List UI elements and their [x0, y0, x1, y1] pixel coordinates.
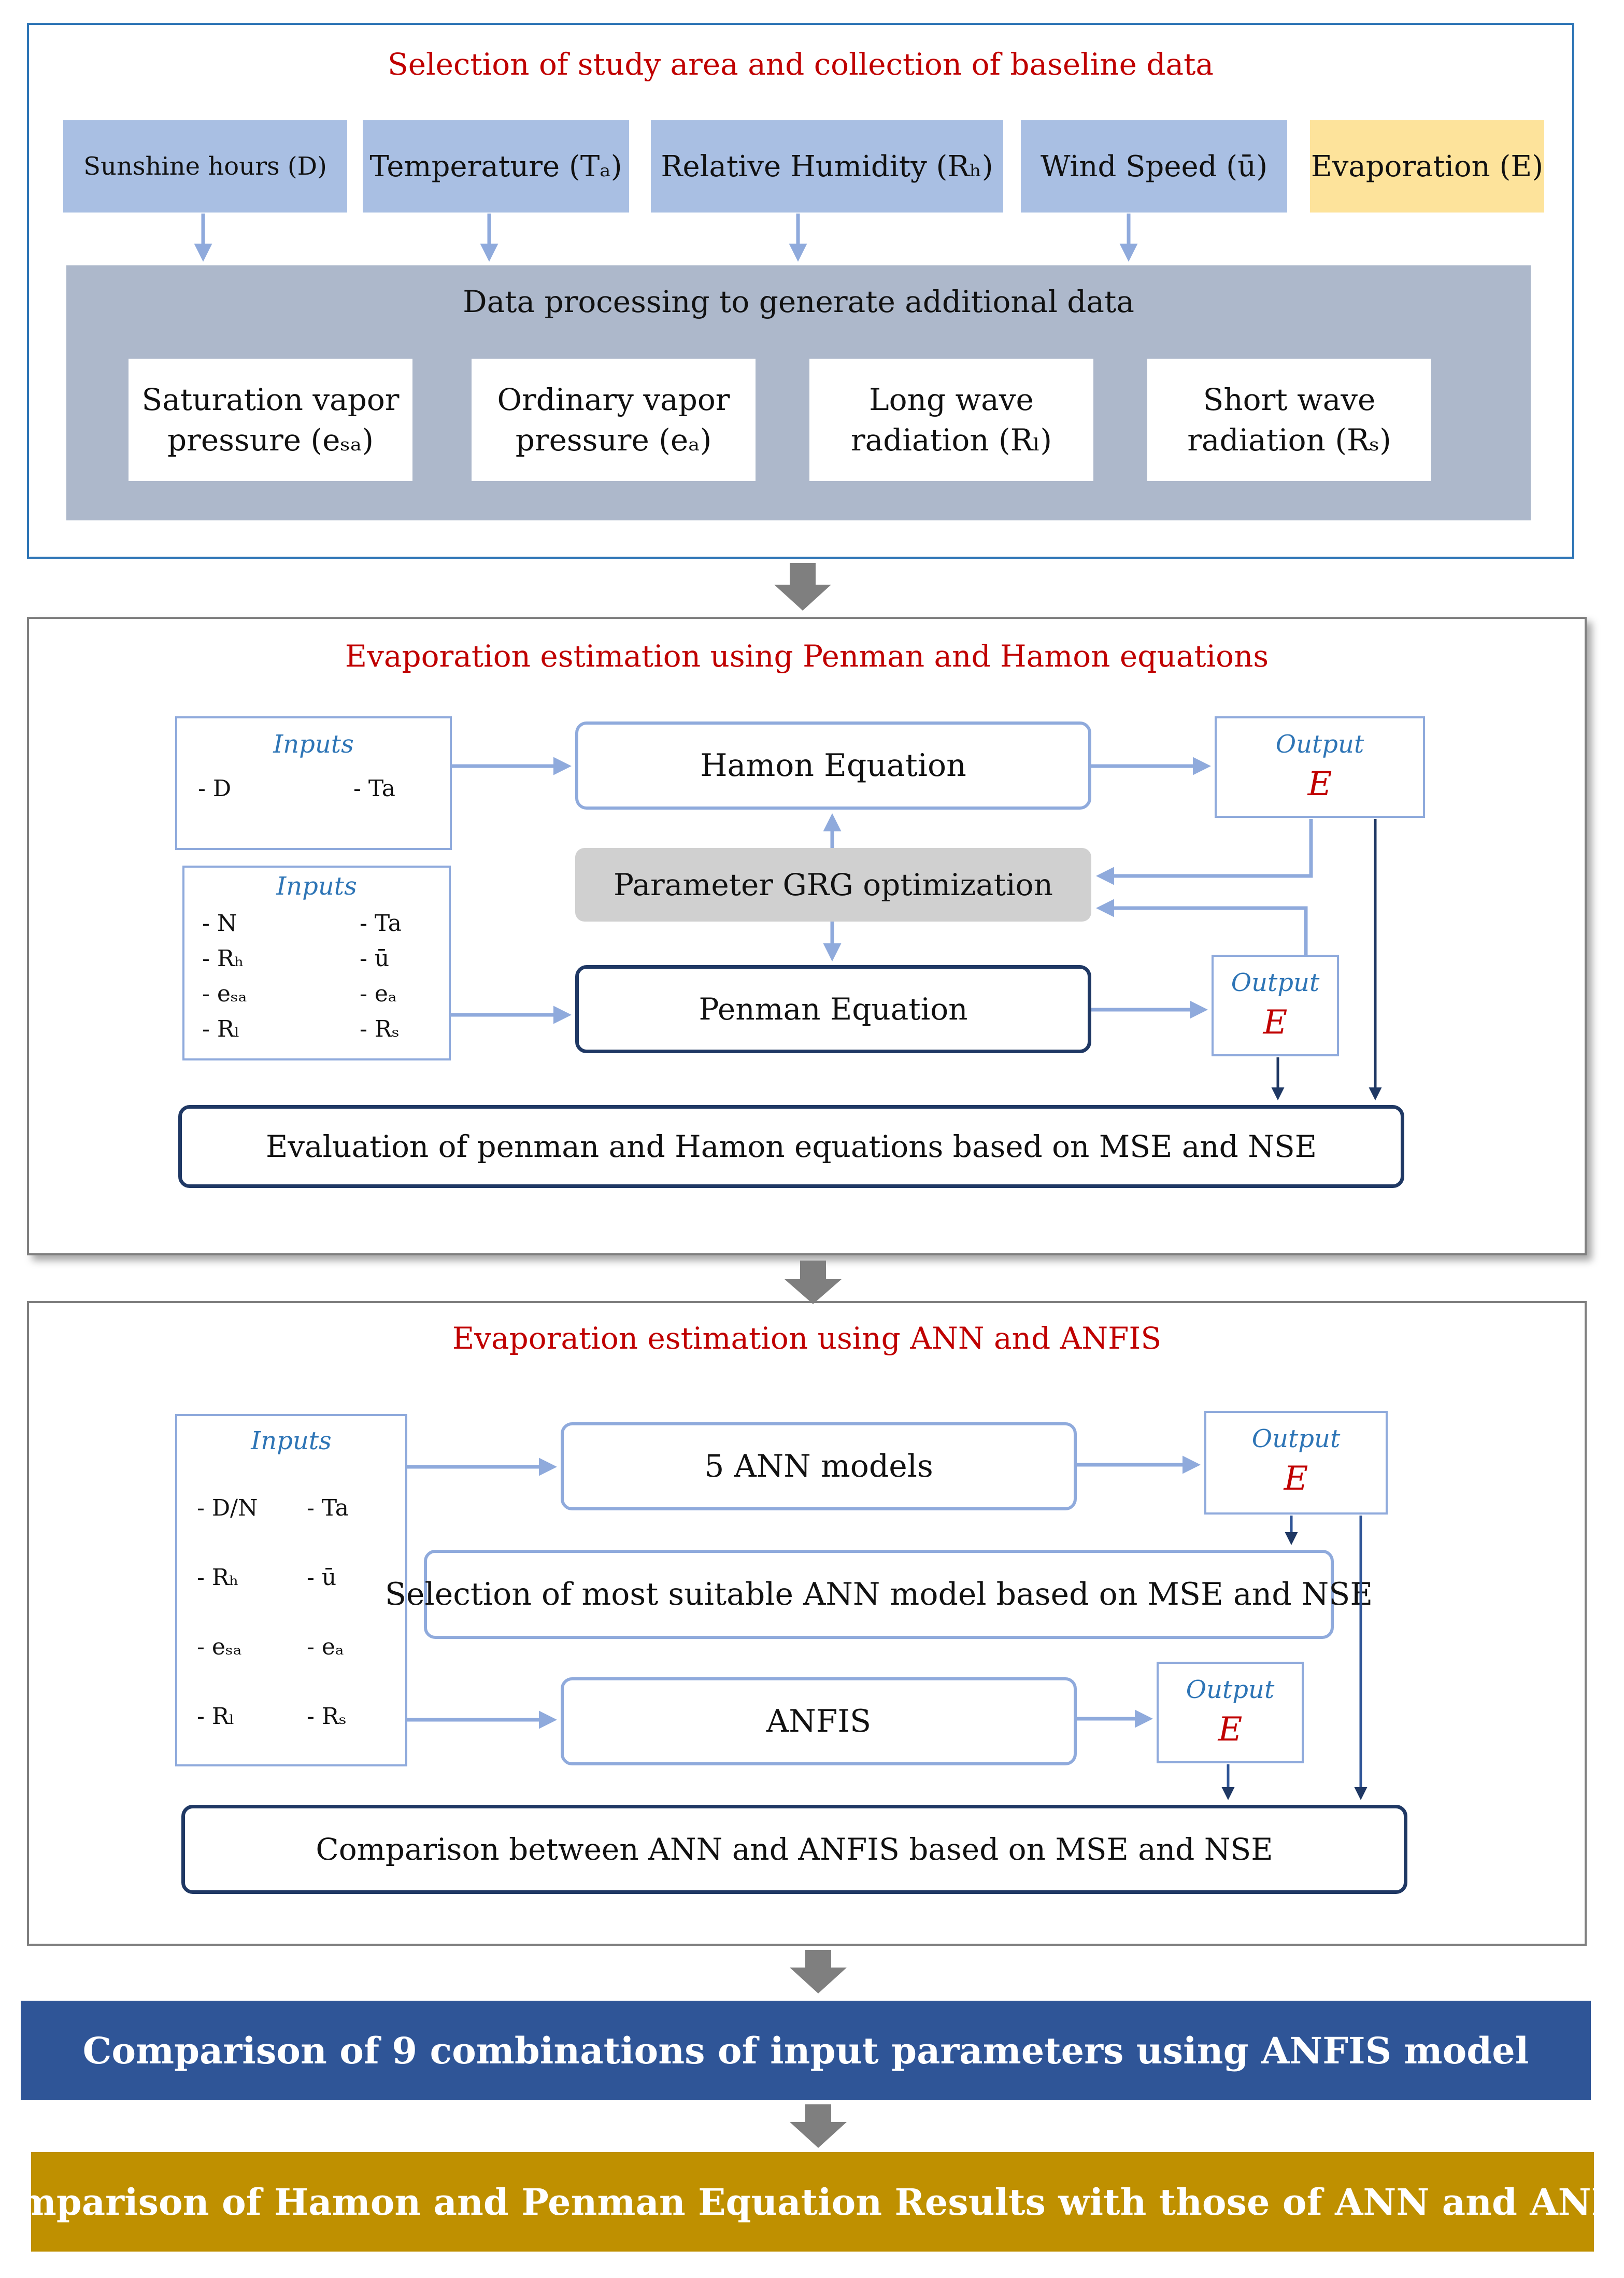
- output-title: Output: [1275, 730, 1364, 759]
- output-value: E: [1218, 1710, 1243, 1749]
- comparison-ann-anfis-box: Comparison between ANN and ANFIS based o…: [181, 1805, 1407, 1894]
- input-item: - Rₛ: [307, 1703, 347, 1730]
- baseline-humidity: Relative Humidity (Rₕ): [651, 120, 1003, 213]
- input-item: - Rₕ: [202, 945, 245, 972]
- penman-equation-box: Penman Equation: [575, 965, 1091, 1053]
- hamon-equation-box: Hamon Equation: [575, 721, 1091, 810]
- comparison-results-band: Comparison of Hamon and Penman Equation …: [0, 2152, 1624, 2252]
- input-item: - Rₗ: [202, 1016, 240, 1042]
- input-item: - Ta: [360, 910, 402, 937]
- section-ann-anfis-title: Evaporation estimation using ANN and ANF…: [452, 1321, 1162, 1356]
- input-item: - Ta: [307, 1495, 349, 1521]
- input-item: - eₛₐ: [202, 981, 247, 1007]
- input-item: - Rₛ: [360, 1016, 400, 1042]
- ann-models-box: 5 ANN models: [561, 1422, 1077, 1510]
- section-penman-hamon-frame: [27, 617, 1587, 1255]
- input-item: - Ta: [353, 775, 396, 802]
- output-value: E: [1263, 1003, 1288, 1042]
- input-item: - D/N: [197, 1495, 258, 1521]
- output-penman-box: Output E: [1212, 955, 1339, 1056]
- comparison-combinations-band: Comparison of 9 combinations of input pa…: [21, 2001, 1591, 2100]
- baseline-wind-speed: Wind Speed (ū): [1021, 120, 1287, 213]
- input-item: - eₛₐ: [197, 1634, 242, 1660]
- output-title: Output: [1186, 1675, 1275, 1704]
- output-title: Output: [1251, 1424, 1341, 1453]
- section-baseline-title: Selection of study area and collection o…: [387, 47, 1214, 82]
- output-value: E: [1284, 1460, 1308, 1498]
- input-item: - Rₗ: [197, 1703, 235, 1730]
- input-item: - ū: [307, 1564, 337, 1591]
- output-value: E: [1307, 765, 1332, 803]
- input-item: - eₐ: [307, 1634, 344, 1660]
- section-baseline-frame: [27, 23, 1574, 559]
- input-item: - ū: [360, 945, 390, 972]
- baseline-temperature: Temperature (Tₐ): [363, 120, 629, 213]
- section-penman-hamon-title: Evaporation estimation using Penman and …: [345, 639, 1269, 674]
- output-hamon-box: Output E: [1215, 716, 1425, 818]
- output-anfis-box: Output E: [1157, 1662, 1304, 1763]
- input-item: - eₐ: [360, 981, 397, 1007]
- input-item: - Rₕ: [197, 1564, 239, 1591]
- evaluation-box: Evaluation of penman and Hamon equations…: [178, 1105, 1404, 1188]
- inputs-ann-title: Inputs: [251, 1426, 332, 1455]
- baseline-sunshine: Sunshine hours (D): [63, 120, 347, 213]
- inputs-ann-box: Inputs - D/N - Ta - Rₕ - ū - eₛₐ - eₐ - …: [175, 1414, 407, 1766]
- input-item: - N: [202, 910, 237, 937]
- inputs-penman-box: Inputs - N - Ta - Rₕ - ū - eₛₐ - eₐ - Rₗ…: [182, 866, 451, 1060]
- output-title: Output: [1231, 968, 1320, 997]
- input-item: - D: [198, 775, 232, 802]
- anfis-box: ANFIS: [561, 1677, 1077, 1765]
- output-ann-box: Output E: [1204, 1411, 1388, 1515]
- inputs-hamon-box: Inputs - D - Ta: [175, 716, 452, 850]
- baseline-evaporation: Evaporation (E): [1310, 120, 1544, 213]
- data-processing-title: Data processing to generate additional d…: [463, 284, 1134, 319]
- inputs-penman-title: Inputs: [276, 872, 357, 901]
- inputs-hamon-title: Inputs: [273, 730, 354, 759]
- parameter-grg-box: Parameter GRG optimization: [575, 848, 1091, 922]
- selection-ann-box: Selection of most suitable ANN model bas…: [385, 1550, 1373, 1639]
